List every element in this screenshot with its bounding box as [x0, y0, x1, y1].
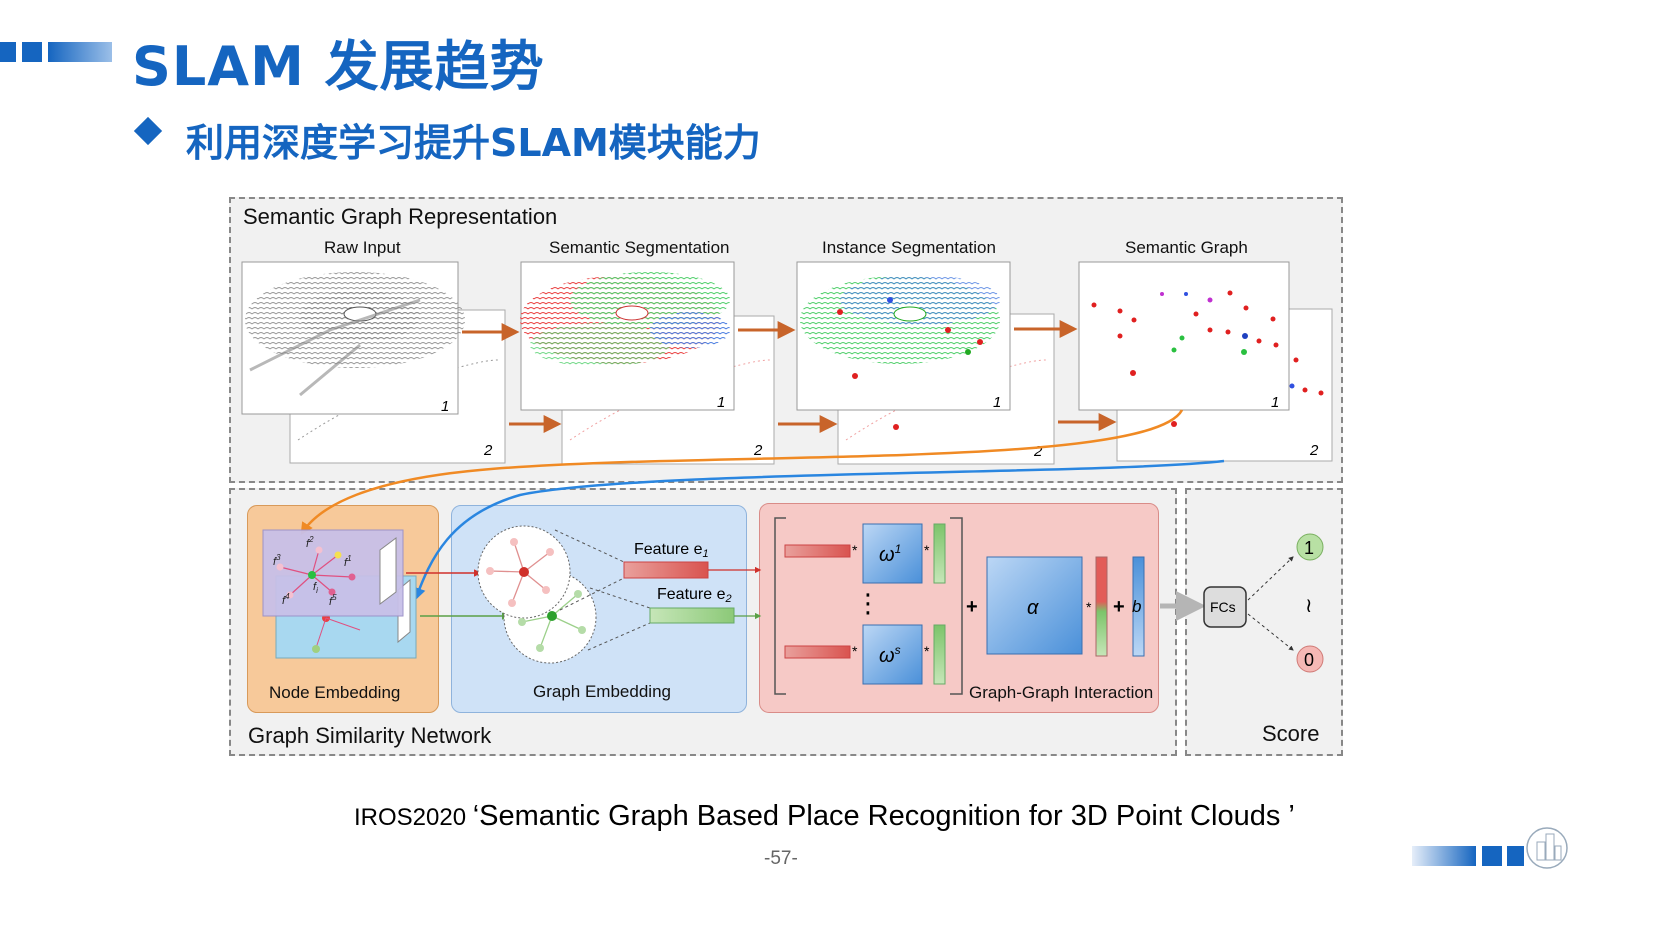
- slide-title: SLAM 发展趋势: [132, 35, 545, 98]
- blue-connector-arrow: [413, 459, 1225, 601]
- header-bar-2: [22, 42, 42, 62]
- interaction-label: Graph-Graph Interaction: [969, 683, 1154, 702]
- stage-label-semantic-segmentation: Semantic Segmentation: [549, 238, 730, 257]
- footer-bar-2: [1482, 846, 1502, 866]
- fcs-box: [1203, 586, 1247, 628]
- score-section-title: Score: [1262, 721, 1320, 746]
- network-section-title: Graph Similarity Network: [248, 723, 492, 748]
- score-low-node: [1296, 645, 1324, 673]
- semgraph-frame-2-index: 2: [1309, 442, 1319, 459]
- header-bar-1: [0, 42, 16, 62]
- star-op-1: *: [852, 542, 858, 558]
- citation-prefix: IROS2020: [354, 804, 473, 831]
- interaction-graphic: [774, 517, 1145, 695]
- stage-label-semantic-graph: Semantic Graph: [1125, 238, 1248, 257]
- raw-input-frame-2-index: 2: [483, 442, 493, 459]
- footer-bar-3: [1507, 846, 1524, 866]
- score-low-label: 0: [1304, 650, 1314, 670]
- semseg-frame-2-index: 2: [753, 442, 763, 459]
- node-embedding-graphic: [262, 529, 417, 659]
- instseg-frame-1-index: 1: [993, 394, 1001, 411]
- star-op-4: *: [924, 643, 930, 659]
- fcs-label: FCs: [1210, 599, 1236, 615]
- citation-title: ‘Semantic Graph Based Place Recognition …: [472, 800, 1295, 832]
- instseg-frame-2-index: 2: [1033, 443, 1043, 460]
- header-bar-3: [48, 42, 112, 62]
- stage-arrows: [462, 320, 1117, 433]
- graph-embedding-graphic: [477, 525, 735, 664]
- representation-section-title: Semantic Graph Representation: [243, 204, 558, 229]
- raw-input-frame-1-index: 1: [441, 398, 449, 415]
- star-op-5: *: [1086, 599, 1092, 615]
- score-high-node: [1296, 533, 1324, 561]
- score-between-symbol: ≀: [1305, 595, 1313, 617]
- graph-embedding-label: Graph Embedding: [533, 682, 671, 701]
- citation: IROS2020 ‘Semantic Graph Based Place Rec…: [354, 800, 1295, 833]
- node-label-f2: f2: [306, 535, 314, 550]
- orange-connector-arrow: [300, 409, 1184, 536]
- feature-e1-label: Feature e1: [634, 541, 709, 560]
- page-number: -57-: [764, 848, 798, 869]
- semseg-frame-1-index: 1: [717, 394, 725, 411]
- footer-bar-1: [1412, 846, 1476, 866]
- plus-op-2: +: [1113, 596, 1125, 618]
- alpha-label: α: [1027, 597, 1039, 619]
- node-label-f3: f3: [273, 553, 281, 568]
- stage-label-instance-segmentation: Instance Segmentation: [822, 238, 996, 257]
- semantic-graph-frames: [1078, 261, 1333, 462]
- star-op-3: *: [852, 643, 858, 659]
- semgraph-frame-1-index: 1: [1271, 394, 1279, 411]
- node-embedding-label: Node Embedding: [269, 683, 401, 702]
- feature-e2-label: Feature e2: [657, 586, 732, 605]
- bias-label: b: [1132, 597, 1141, 616]
- score-high-label: 1: [1304, 538, 1314, 558]
- omega-s-label: ωs: [879, 643, 901, 667]
- interaction-panel: [759, 503, 1159, 713]
- omega-1-label: ω1: [879, 542, 901, 566]
- instance-segmentation-frames: [796, 261, 1055, 465]
- building-logo-icon: [1526, 827, 1568, 869]
- node-label-f5: f5: [329, 593, 337, 608]
- node-label-f4: f4: [282, 592, 290, 607]
- stage-label-raw-input: Raw Input: [324, 238, 401, 257]
- node-label-f1: f1: [344, 554, 352, 569]
- star-op-2: *: [924, 542, 930, 558]
- node-label-fi: fi: [313, 581, 318, 595]
- plus-op-1: +: [966, 596, 978, 618]
- raw-input-frames: [241, 261, 506, 464]
- vdots-symbol: ⋮: [855, 588, 881, 618]
- semantic-segmentation-frames: [520, 261, 775, 465]
- slide-subtitle: 利用深度学习提升SLAM模块能力: [186, 121, 761, 165]
